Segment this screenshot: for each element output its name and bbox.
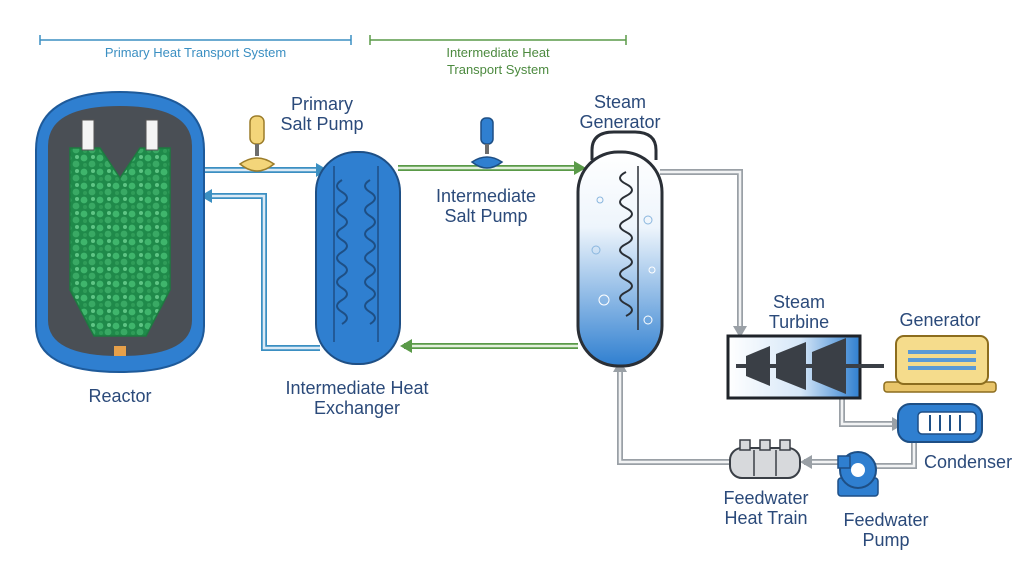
generator-unit — [883, 335, 997, 393]
feedwater-pump-icon — [837, 451, 879, 497]
condenser-label: Condenser — [924, 452, 1013, 472]
feedwater-pump-label: Feedwater Pump — [843, 510, 929, 550]
steam-turbine — [726, 334, 884, 400]
generator-label: Generator — [899, 310, 981, 330]
intermediate-salt-pump-icon — [470, 117, 504, 169]
primary-loop-pipes — [200, 163, 328, 351]
ihx-vessel — [315, 151, 401, 365]
condenser-unit — [897, 403, 983, 443]
intermediate-system-label: Intermediate Heat Transport System — [446, 45, 550, 77]
reactor-vessel — [35, 90, 205, 374]
ihx-label: Intermediate Heat Exchanger — [285, 378, 429, 418]
primary-system-bracket — [39, 35, 352, 45]
feedwater-heat-train — [729, 439, 801, 479]
feedwater-heat-train-label: Feedwater Heat Train — [723, 488, 809, 528]
primary-salt-pump-label: Primary Salt Pump — [280, 94, 364, 134]
water-steam-pipes — [613, 169, 917, 469]
primary-salt-pump-icon — [238, 115, 276, 172]
steam-generator-vessel — [576, 130, 664, 368]
steam-turbine-label: Steam Turbine — [768, 292, 830, 332]
intermediate-system-bracket — [369, 35, 627, 45]
steam-generator-label: Steam Generator — [579, 92, 661, 132]
reactor-label: Reactor — [88, 386, 152, 406]
primary-system-label: Primary Heat Transport System — [104, 45, 287, 60]
intermediate-salt-pump-label: Intermediate Salt Pump — [435, 186, 537, 226]
